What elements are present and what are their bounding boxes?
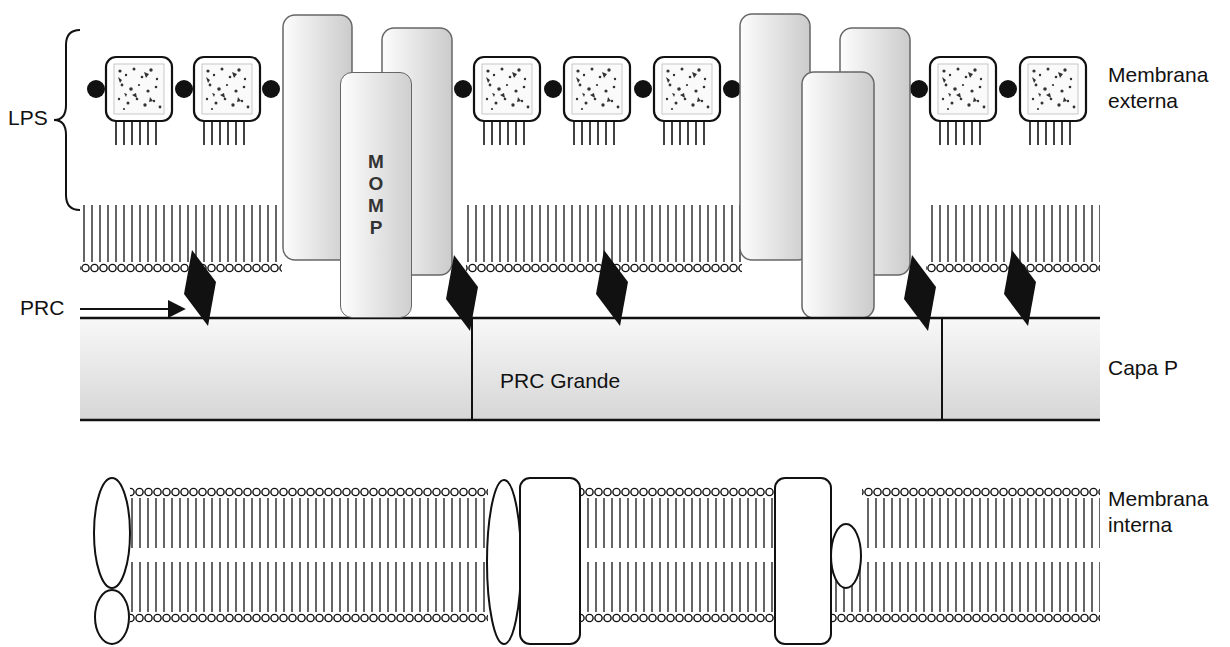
lipid-heads xyxy=(130,486,488,498)
layer-label: Capa P xyxy=(1108,355,1178,381)
momp-subunit xyxy=(740,14,810,260)
outer-membrane xyxy=(80,205,1100,274)
lps-unit xyxy=(194,57,260,145)
momp-trimers xyxy=(283,14,910,318)
lps-link-dot xyxy=(262,80,280,98)
lps-link-dot xyxy=(634,80,652,98)
protein-name: MOMP xyxy=(367,151,386,238)
layer-label: Membrana externa xyxy=(1108,62,1226,115)
lps-link-dot xyxy=(87,80,105,98)
membrane-protein xyxy=(487,480,521,644)
lipid-heads xyxy=(580,612,775,624)
lps-link-dot xyxy=(454,80,472,98)
lps-link-dot xyxy=(175,80,193,98)
lps-link-dot xyxy=(544,80,562,98)
membrane-protein xyxy=(831,524,861,588)
lipid-tails xyxy=(831,562,1100,612)
prc-diamond xyxy=(184,250,216,326)
lps-bracket xyxy=(54,30,80,210)
lipid-tails xyxy=(130,562,488,612)
p-layer-edge xyxy=(80,419,1100,422)
lipid-heads xyxy=(862,486,1100,498)
inner-membrane xyxy=(94,478,1100,644)
prc-diamond xyxy=(446,255,478,331)
pointer-arrow xyxy=(80,308,184,310)
prc-diamond xyxy=(596,250,628,326)
lps-unit xyxy=(930,57,996,145)
membrane-protein xyxy=(520,478,580,644)
p-layer xyxy=(80,318,1100,420)
membrane-protein xyxy=(95,590,129,644)
lipid-tails xyxy=(862,498,1100,548)
lps-unit xyxy=(654,57,720,145)
lps-unit xyxy=(1020,57,1086,145)
membrane-protein xyxy=(94,478,130,588)
lps-link-dot xyxy=(910,80,928,98)
lps-molecules xyxy=(87,57,1086,145)
lipid-tails xyxy=(80,205,282,262)
lps-link-dot xyxy=(999,80,1017,98)
prc-diamond xyxy=(1004,250,1036,326)
protein-label: PRC xyxy=(20,295,64,321)
p-layer-divider xyxy=(941,318,943,420)
prc-proteins xyxy=(184,250,1036,331)
p-layer-band xyxy=(80,318,1100,420)
p-layer-edge xyxy=(80,317,1100,320)
prc-segment: PRC Grande xyxy=(472,318,994,424)
lipid-heads xyxy=(580,486,775,498)
lipid-heads xyxy=(831,612,1100,624)
membrane-protein xyxy=(775,478,831,644)
lps-link-dot xyxy=(723,80,741,98)
structure-label: LPS xyxy=(8,105,48,131)
layer-label: Membrana interna xyxy=(1108,486,1226,539)
lipid-tails xyxy=(580,562,775,612)
momp-subunit xyxy=(802,72,874,318)
lps-unit xyxy=(564,57,630,145)
lipid-heads xyxy=(130,612,488,624)
lps-unit xyxy=(106,57,172,145)
protein-name: PRC Grande xyxy=(500,368,994,393)
lipid-heads xyxy=(80,262,282,274)
prc-diamond xyxy=(904,255,936,331)
p-layer-divider xyxy=(471,318,473,420)
momp-protein: MOMP xyxy=(340,72,412,318)
lipid-tails xyxy=(130,498,488,548)
lipid-tails xyxy=(580,498,775,548)
lps-unit xyxy=(474,57,540,145)
